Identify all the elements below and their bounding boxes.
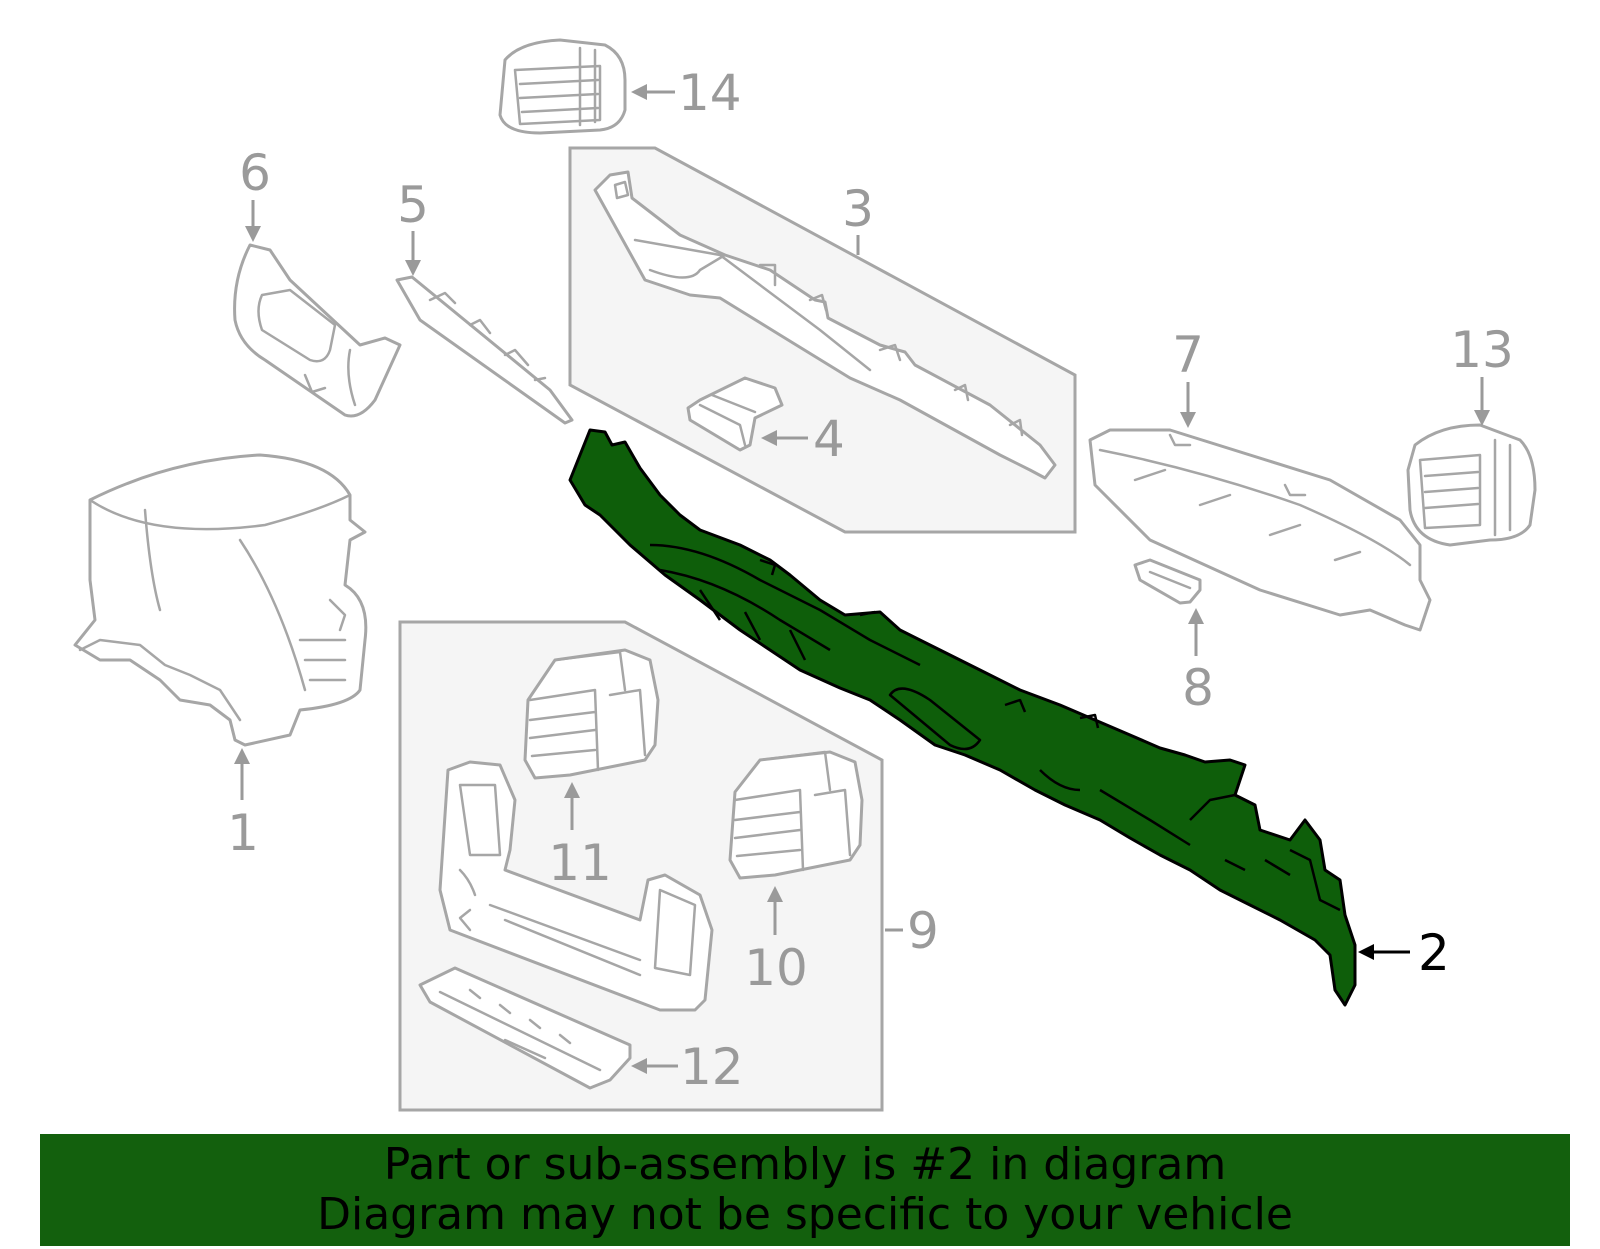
part-13-air-vent[interactable] — [1406, 423, 1537, 547]
leader-4 — [761, 430, 808, 446]
callout-12: 12 — [680, 1038, 744, 1096]
part-8-clip[interactable] — [1133, 558, 1202, 605]
leader-10 — [767, 886, 783, 935]
part-3-garnish[interactable] — [593, 170, 1057, 480]
callout-9: 9 — [907, 902, 939, 960]
part-1-cluster-hood[interactable] — [73, 453, 368, 747]
callout-10: 10 — [744, 939, 808, 997]
leader-7 — [1180, 382, 1196, 428]
callout-11: 11 — [548, 834, 612, 892]
part-6-trim-panel[interactable] — [233, 243, 402, 418]
banner-line-2: Diagram may not be specific to your vehi… — [317, 1189, 1293, 1240]
part-10-air-vent[interactable] — [728, 750, 864, 880]
leader-11 — [564, 782, 580, 830]
callout-2: 2 — [1418, 924, 1450, 982]
callout-1: 1 — [227, 804, 259, 862]
leader-2 — [1358, 944, 1410, 960]
leader-14 — [631, 84, 675, 100]
part-4-bracket[interactable] — [686, 376, 784, 452]
part-5-trim-strip[interactable] — [395, 275, 574, 425]
callout-4: 4 — [813, 410, 845, 468]
callout-5: 5 — [397, 176, 429, 234]
callout-14: 14 — [678, 64, 742, 122]
part-14-air-vent[interactable] — [498, 38, 627, 135]
leader-6 — [245, 200, 261, 242]
part-9-bezel[interactable] — [438, 760, 714, 1012]
callout-8: 8 — [1182, 659, 1214, 717]
part-12-panel[interactable] — [418, 966, 632, 1090]
callout-13: 13 — [1450, 321, 1514, 379]
leader-5 — [405, 231, 421, 276]
part-11-air-vent[interactable] — [523, 648, 660, 780]
leader-12 — [631, 1058, 678, 1074]
part-7-duct[interactable] — [1088, 428, 1432, 632]
callout-7: 7 — [1172, 326, 1204, 384]
info-banner: Part or sub-assembly is #2 in diagram Di… — [40, 1134, 1570, 1246]
callout-6: 6 — [239, 144, 271, 202]
part-2-dash-carrier[interactable] — [568, 428, 1357, 1007]
callout-3: 3 — [842, 180, 874, 238]
banner-line-1: Part or sub-assembly is #2 in diagram — [383, 1139, 1227, 1190]
leader-1 — [234, 748, 250, 800]
leader-13 — [1474, 377, 1490, 426]
group-box-9 — [398, 620, 884, 1112]
leader-8 — [1188, 608, 1204, 656]
